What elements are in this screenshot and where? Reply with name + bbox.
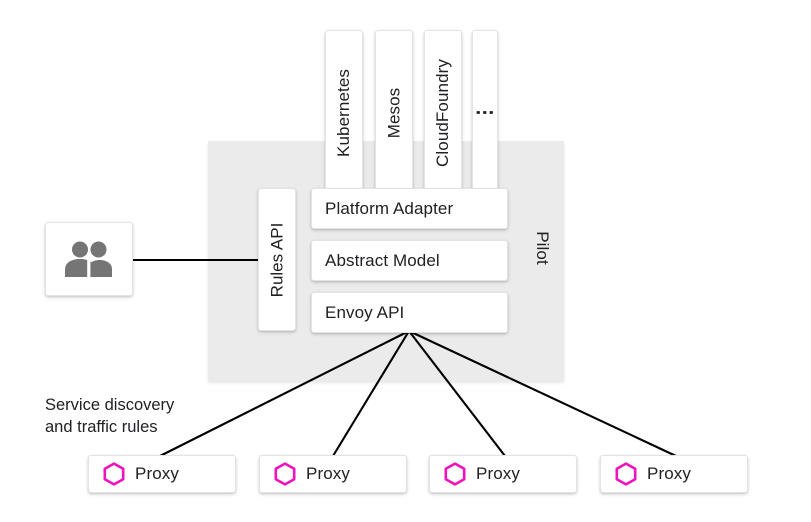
proxy-label: Proxy bbox=[306, 464, 350, 483]
abstract-model-card[interactable]: Abstract Model bbox=[311, 240, 508, 281]
platform-card-kubernetes-label: Kubernetes bbox=[334, 68, 354, 157]
hexagon-icon bbox=[444, 462, 466, 486]
rules-api-label: Rules API bbox=[267, 222, 286, 297]
hexagon-icon bbox=[103, 462, 125, 486]
proxy-label: Proxy bbox=[135, 464, 179, 483]
platform-card-more[interactable]: ⋮ bbox=[472, 30, 498, 195]
proxy-card[interactable]: Proxy bbox=[88, 455, 236, 493]
proxy-label: Proxy bbox=[476, 464, 520, 483]
platform-adapter-card[interactable]: Platform Adapter bbox=[311, 188, 508, 229]
service-discovery-annotation: Service discovery and traffic rules bbox=[45, 396, 175, 436]
proxy-card[interactable]: Proxy bbox=[259, 455, 407, 493]
hexagon-icon bbox=[274, 462, 296, 486]
platform-card-cloudfoundry[interactable]: CloudFoundry bbox=[424, 30, 462, 195]
platform-card-kubernetes[interactable]: Kubernetes bbox=[325, 30, 363, 195]
platform-card-cloudfoundry-label: CloudFoundry bbox=[433, 58, 453, 167]
user-card[interactable] bbox=[45, 222, 133, 296]
envoy-api-card[interactable]: Envoy API bbox=[311, 292, 508, 333]
proxy-card[interactable]: Proxy bbox=[600, 455, 748, 493]
users-icon bbox=[65, 241, 112, 277]
proxy-label: Proxy bbox=[647, 464, 691, 483]
platform-card-mesos[interactable]: Mesos bbox=[375, 30, 413, 195]
ellipsis-icon: ⋮ bbox=[474, 103, 496, 122]
platform-card-mesos-label: Mesos bbox=[384, 87, 404, 138]
proxy-card[interactable]: Proxy bbox=[429, 455, 577, 493]
hexagon-icon bbox=[615, 462, 637, 486]
pilot-label: Pilot bbox=[533, 231, 552, 265]
rules-api-card[interactable]: Rules API bbox=[258, 188, 296, 331]
